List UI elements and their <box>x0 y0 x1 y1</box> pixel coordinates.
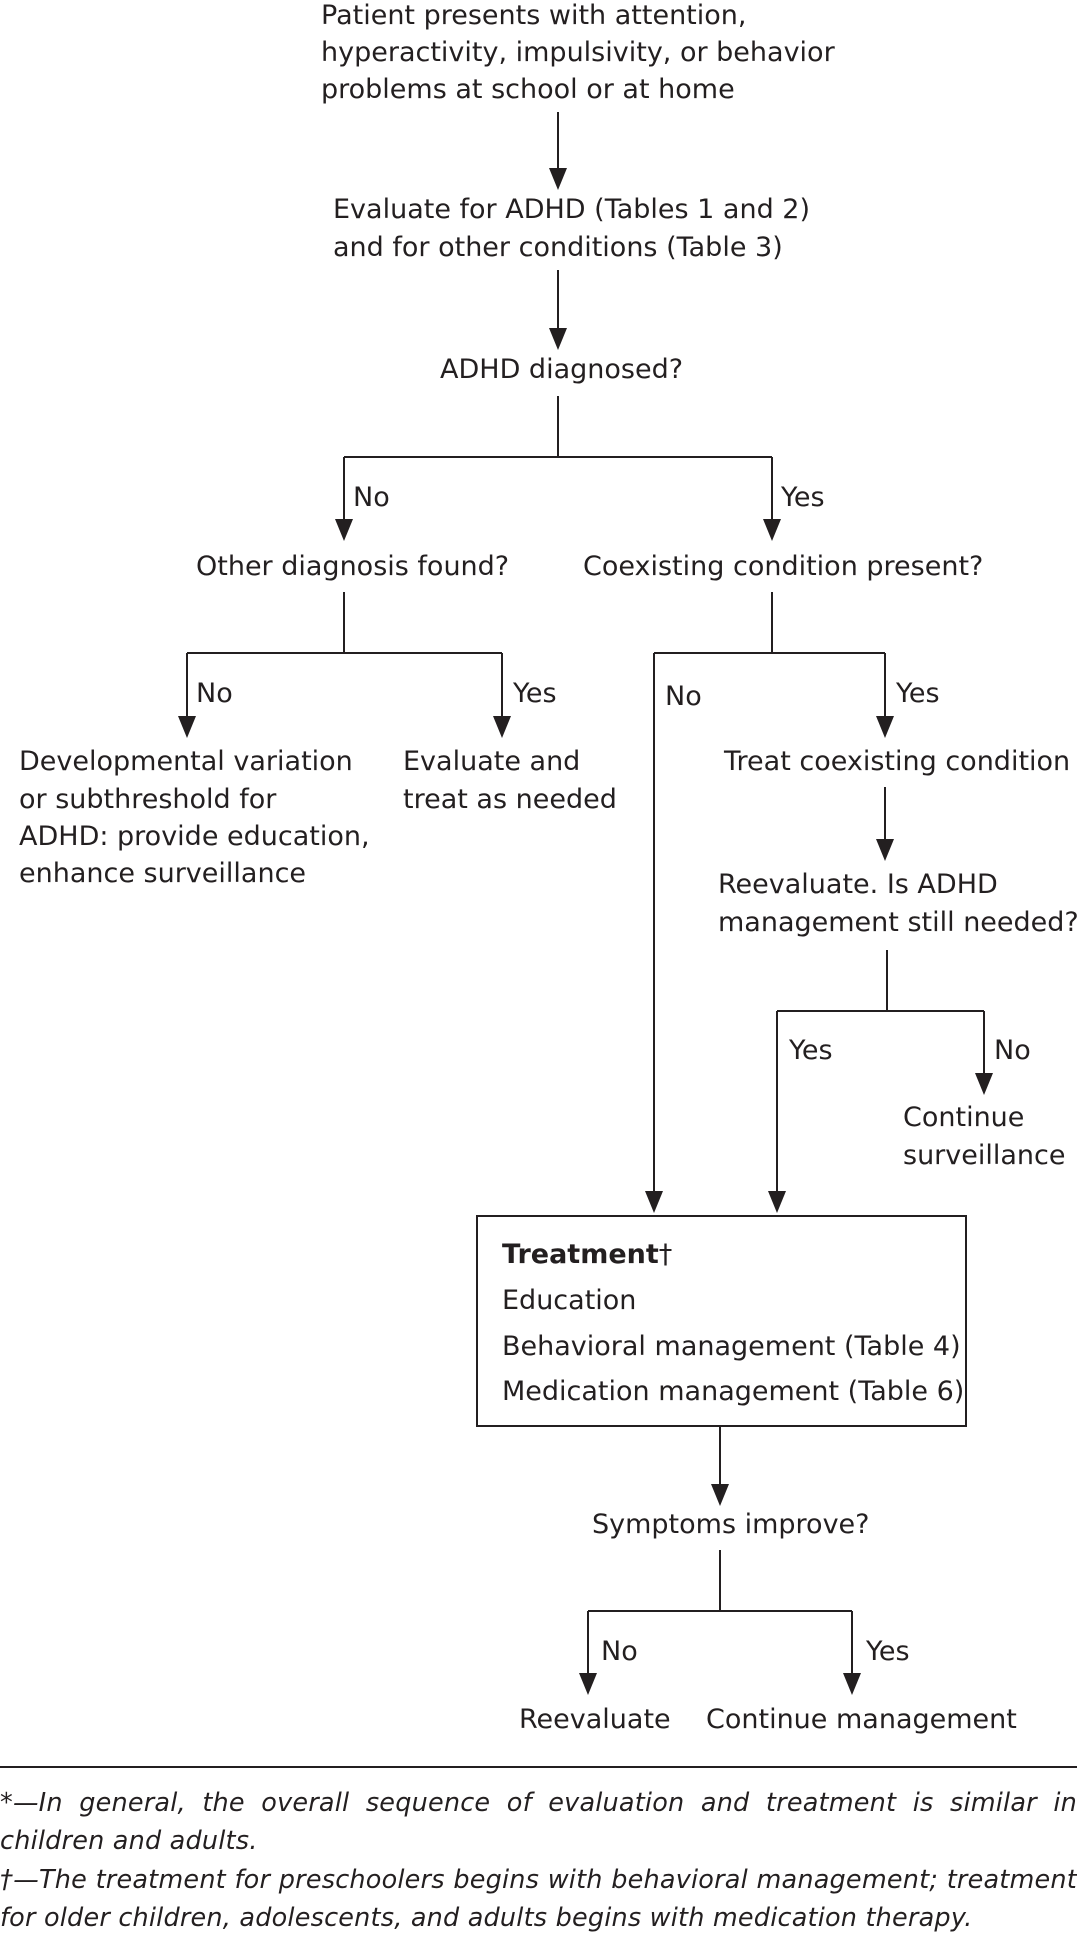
evaluate-treat-line: treat as needed <box>403 784 617 815</box>
branch-label-no: No <box>353 482 390 513</box>
developmental-line: or subthreshold for <box>19 784 277 815</box>
reevaluate-label: Reevaluate <box>519 1704 671 1735</box>
branch-label-no: No <box>994 1035 1031 1066</box>
branch-label-yes: Yes <box>788 1035 833 1066</box>
reevaluate-node: Reevaluate <box>519 1704 671 1735</box>
treatment-box: Treatment† Education Behavioral manageme… <box>476 1215 967 1427</box>
arrowhead-treatment-no <box>645 1191 663 1213</box>
treat-coexisting-label: Treat coexisting condition <box>723 746 1070 777</box>
other-diagnosis-question: Other diagnosis found? <box>196 551 509 582</box>
symptoms-question: Symptoms improve? <box>592 1509 870 1540</box>
arrowhead-other-diagnosis <box>335 519 353 541</box>
branch-label-no: No <box>665 681 702 712</box>
evaluate-line: and for other conditions (Table 3) <box>333 232 783 263</box>
continue-management-label: Continue management <box>706 1704 1017 1735</box>
treatment-title-text: Treatment <box>502 1239 659 1270</box>
adhd-flowchart: Patient presents with attention, hyperac… <box>19 0 1077 1735</box>
connectors <box>186 112 985 1677</box>
continue-surveillance-line: surveillance <box>903 1140 1066 1171</box>
evaluate-treat-line: Evaluate and <box>403 746 580 777</box>
branch-label-no: No <box>196 678 233 709</box>
arrowhead-continue-management <box>843 1673 861 1695</box>
footnote-divider <box>0 1766 1077 1768</box>
treatment-item: Medication management (Table 6) <box>502 1376 964 1407</box>
arrowhead-reevaluate <box>579 1673 597 1695</box>
footnote-preschool: †—The treatment for preschoolers begins … <box>0 1865 1077 1933</box>
evaluate-treat-node: Evaluate and treat as needed <box>403 746 617 815</box>
arrowheads <box>178 168 993 1695</box>
continue-surveillance-node: Continue surveillance <box>903 1102 1066 1171</box>
arrowhead-symptoms <box>711 1484 729 1506</box>
treatment-title: Treatment† <box>502 1239 672 1270</box>
reevaluate-question-line: management still needed? <box>718 907 1077 938</box>
arrowhead-continue-surveillance <box>975 1073 993 1095</box>
branch-label-yes: Yes <box>895 678 940 709</box>
continue-management-node: Continue management <box>706 1704 1017 1735</box>
adhd-diagnosed-question: ADHD diagnosed? <box>440 354 683 385</box>
reevaluate-question-node: Reevaluate. Is ADHD management still nee… <box>718 869 1077 938</box>
coexisting-node: Coexisting condition present? <box>583 551 983 582</box>
treatment-dagger: † <box>659 1239 673 1270</box>
evaluate-node: Evaluate for ADHD (Tables 1 and 2) and f… <box>333 194 810 263</box>
arrowhead-treat-coexisting <box>876 716 894 738</box>
arrowhead-evaluate-treat <box>493 716 511 738</box>
branch-label-no: No <box>601 1636 638 1667</box>
treatment-item: Education <box>502 1285 636 1316</box>
coexisting-question: Coexisting condition present? <box>583 551 983 582</box>
reevaluate-question-line: Reevaluate. Is ADHD <box>718 869 998 900</box>
treatment-box-border <box>476 1215 967 1427</box>
other-diagnosis-node: Other diagnosis found? <box>196 551 509 582</box>
branch-label-yes: Yes <box>865 1636 910 1667</box>
developmental-node: Developmental variation or subthreshold … <box>19 746 370 889</box>
developmental-line: enhance surveillance <box>19 858 306 889</box>
start-line: Patient presents with attention, <box>321 0 747 31</box>
arrowhead-developmental <box>178 716 196 738</box>
treatment-item: Behavioral management (Table 4) <box>502 1331 961 1362</box>
start-node: Patient presents with attention, hyperac… <box>321 0 836 105</box>
continue-surveillance-line: Continue <box>903 1102 1024 1133</box>
treat-coexisting-node: Treat coexisting condition <box>723 746 1070 777</box>
start-line: hyperactivity, impulsivity, or behavior <box>321 37 836 68</box>
symptoms-node: Symptoms improve? <box>592 1509 870 1540</box>
arrowhead-evaluate <box>549 168 567 190</box>
footnote-general: *—In general, the overall sequence of ev… <box>0 1788 1077 1856</box>
arrowhead-treatment-yes <box>768 1191 786 1213</box>
developmental-line: Developmental variation <box>19 746 353 777</box>
arrowhead-diagnosed <box>549 328 567 350</box>
branch-label-yes: Yes <box>780 482 825 513</box>
start-line: problems at school or at home <box>321 74 735 105</box>
arrowhead-coexisting <box>763 519 781 541</box>
arrowhead-reevaluate-question <box>876 839 894 861</box>
branch-labels: No Yes No Yes No Yes Yes No No Yes <box>196 482 1031 1667</box>
branch-label-yes: Yes <box>512 678 557 709</box>
adhd-diagnosed-node: ADHD diagnosed? <box>440 354 683 385</box>
developmental-line: ADHD: provide education, <box>19 821 370 852</box>
evaluate-line: Evaluate for ADHD (Tables 1 and 2) <box>333 194 810 225</box>
